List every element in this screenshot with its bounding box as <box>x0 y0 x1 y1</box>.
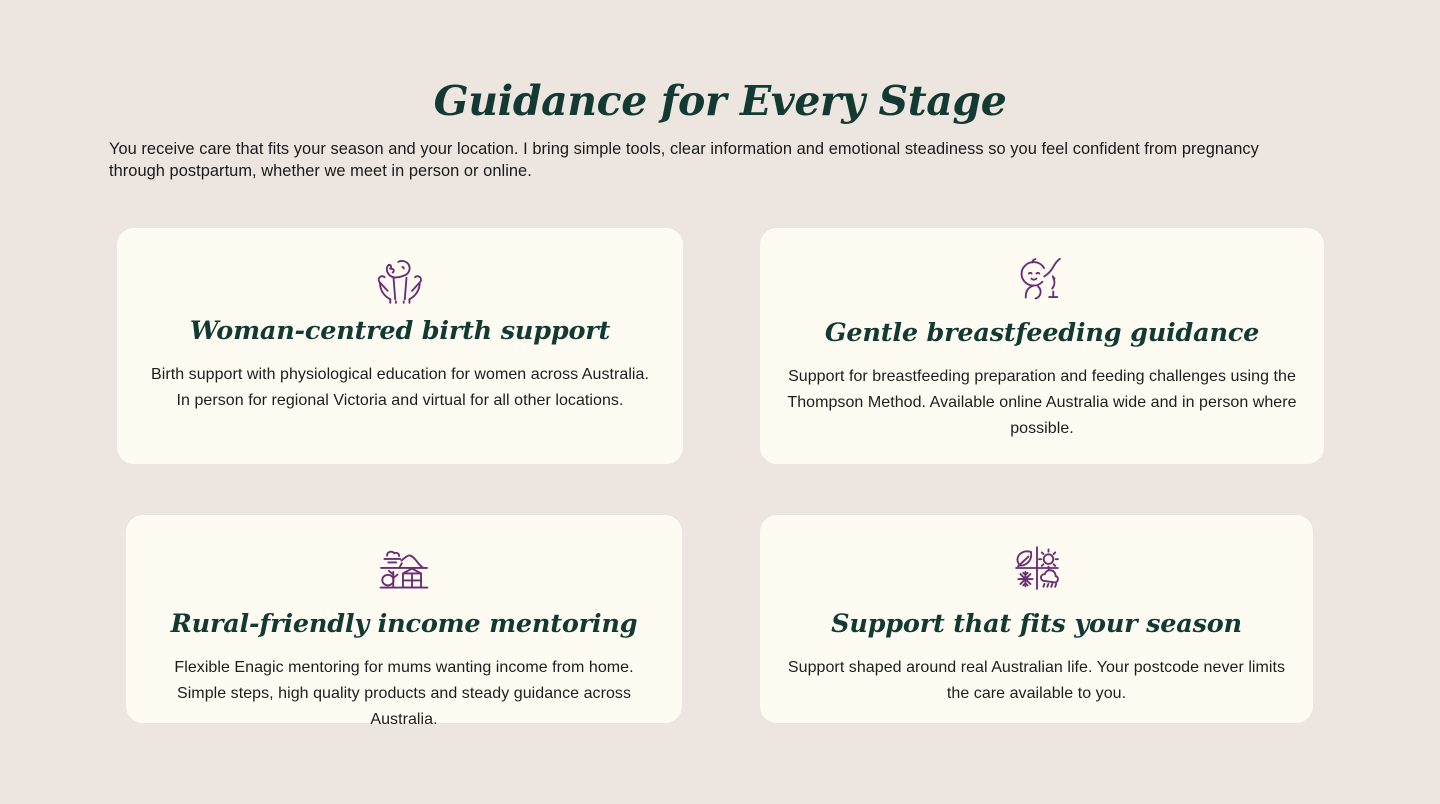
feature-card-title: Rural-friendly income mentoring <box>170 609 638 639</box>
breastfeeding-baby-icon <box>1016 258 1068 304</box>
feature-card-body: Birth support with physiological educati… <box>151 365 649 409</box>
feature-card-title: Gentle breastfeeding guidance <box>824 318 1260 348</box>
section-intro-text: You receive care that fits your season a… <box>109 140 1259 180</box>
rural-landscape-farmhouse-icon <box>375 545 433 591</box>
feature-card-title: Woman-centred birth support <box>189 316 611 346</box>
feature-card-title: Support that fits your season <box>831 609 1242 639</box>
feature-card-body: Support for breastfeeding preparation an… <box>787 367 1297 437</box>
feature-card-birth-support[interactable]: Woman-centred birth support Birth suppor… <box>117 228 683 464</box>
four-seasons-icon <box>1009 545 1065 591</box>
feature-card-body: Support shaped around real Australian li… <box>787 658 1286 702</box>
hands-cradling-baby-icon <box>372 258 428 304</box>
page-title: Guidance for Every Stage <box>433 77 1007 125</box>
feature-card-income-mentoring[interactable]: Rural-friendly income mentoring Flexible… <box>126 515 682 728</box>
feature-card-grid: Woman-centred birth support Birth suppor… <box>0 228 1440 738</box>
feature-card-season-support[interactable]: Support that fits your season Support sh… <box>760 515 1313 723</box>
feature-card-body: Flexible Enagic mentoring for mums wanti… <box>174 658 634 728</box>
feature-card-breastfeeding[interactable]: Gentle breastfeeding guidance Support fo… <box>760 228 1324 464</box>
